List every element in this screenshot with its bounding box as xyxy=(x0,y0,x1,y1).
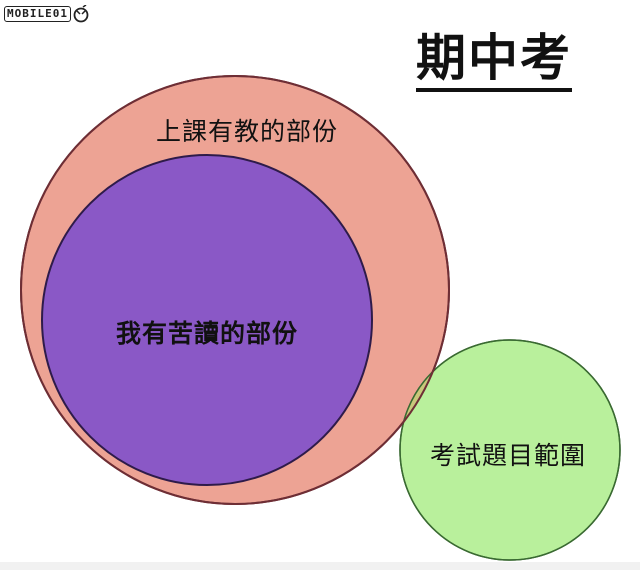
bottom-strip xyxy=(0,562,640,570)
taught-circle-outline xyxy=(20,75,450,505)
studied-circle xyxy=(41,154,373,486)
exam-scope-circle-outline xyxy=(399,339,621,561)
taught-label: 上課有教的部份 xyxy=(156,117,339,146)
watermark: MOBILE01 xyxy=(4,3,89,25)
watermark-text: MOBILE01 xyxy=(4,6,71,22)
studied-label: 我有苦讀的部份 xyxy=(116,319,299,348)
exam-scope-label: 考試題目範圍 xyxy=(430,441,587,470)
watermark-logo-icon xyxy=(73,5,89,23)
page-title: 期中考 xyxy=(416,28,572,92)
